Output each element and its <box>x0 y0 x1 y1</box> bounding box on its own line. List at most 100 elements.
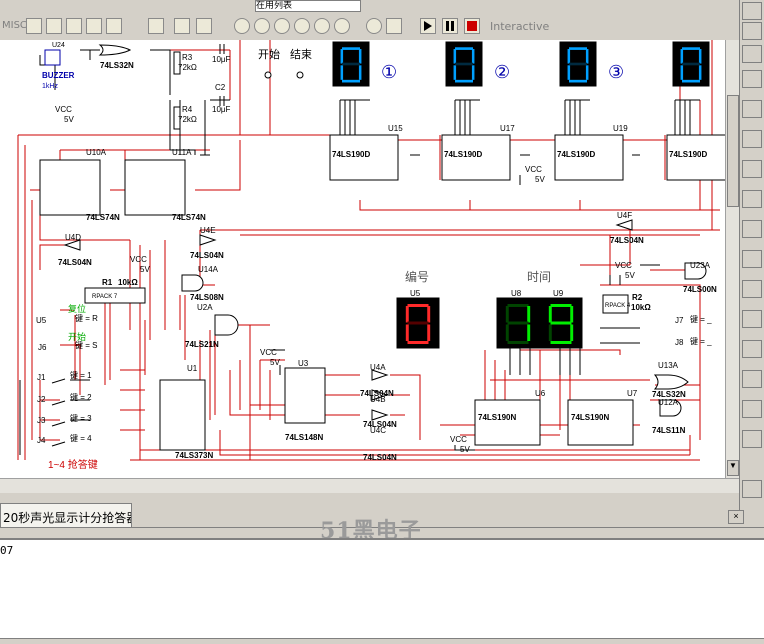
component-list-value: 在用列表 <box>256 0 293 10</box>
time-display-ones <box>539 297 583 349</box>
analog-icon[interactable] <box>106 18 122 34</box>
vcc-label-4: VCC <box>450 435 467 444</box>
cmos-icon[interactable] <box>174 18 190 34</box>
voltmeter-icon[interactable] <box>234 18 250 34</box>
switch-j6-label: J6 <box>38 343 47 352</box>
display-number-label: ③ <box>608 62 624 82</box>
clock-icon[interactable] <box>334 18 350 34</box>
segment-a <box>342 47 360 50</box>
u3-label: U3 <box>298 359 309 368</box>
lamp-icon[interactable] <box>294 18 310 34</box>
start-terminal <box>264 71 272 79</box>
stop-button[interactable] <box>464 18 480 34</box>
wattmeter-icon[interactable] <box>742 45 762 63</box>
labview-icon[interactable] <box>742 430 762 448</box>
segment-b <box>471 49 475 64</box>
switch-j7-key: 键 = _ <box>690 314 712 324</box>
gear-icon[interactable] <box>386 18 402 34</box>
switch-key: 键 = 4 <box>70 433 92 443</box>
counter-icon[interactable] <box>314 18 330 34</box>
scrollbar-thumb[interactable] <box>727 95 739 207</box>
segment-d <box>569 79 587 83</box>
agilent-icon[interactable] <box>742 340 762 358</box>
current-probe-icon[interactable] <box>742 400 762 418</box>
vcc-5v-label-2: 5V <box>140 265 150 274</box>
tab-schematic[interactable]: 20秒声光显示计分抢答器 <box>0 503 132 527</box>
close-pane-button[interactable]: × <box>728 510 744 524</box>
vertical-scrollbar[interactable]: ▼ <box>725 40 740 478</box>
segment-b <box>358 49 362 64</box>
segment-e <box>453 65 457 80</box>
inverter-u4e <box>199 234 217 246</box>
transistor-icon[interactable] <box>66 18 82 34</box>
switch-u5-key: 键 = R <box>75 313 98 323</box>
pause-button[interactable] <box>442 18 458 34</box>
logic-analyzer-icon[interactable] <box>742 160 762 178</box>
tool-icon[interactable] <box>366 18 382 34</box>
switch-contact <box>51 378 66 384</box>
display-number-label: ① <box>381 62 397 82</box>
ttl-icon[interactable] <box>148 18 164 34</box>
multimeter-icon[interactable] <box>742 2 762 20</box>
u4a-part: 74LS04N <box>360 389 394 398</box>
switch-j8-label: J8 <box>675 338 684 347</box>
segment-d <box>682 79 700 83</box>
diode-icon[interactable] <box>86 18 102 34</box>
bode-plotter-icon[interactable] <box>742 100 762 118</box>
resistor-icon[interactable] <box>46 18 62 34</box>
switch-contact <box>51 400 66 406</box>
word-generator-icon[interactable] <box>742 130 762 148</box>
u14a-part: 74LS08N <box>190 293 224 302</box>
ground-icon[interactable] <box>26 18 42 34</box>
component-list-dropdown[interactable]: 在用列表 <box>255 0 361 12</box>
network-analyzer-icon[interactable] <box>742 310 762 328</box>
r3-value: 72kΩ <box>178 63 197 72</box>
probe-icon[interactable] <box>274 18 290 34</box>
start-label: 开始 <box>258 47 280 61</box>
run-button[interactable] <box>420 18 436 34</box>
u7-part: 74LS190N <box>571 413 609 422</box>
segment-f <box>505 306 509 323</box>
vcc-label-1: VCC <box>55 105 72 114</box>
ammeter-icon[interactable] <box>254 18 270 34</box>
inverter-u4b <box>371 389 389 401</box>
distortion-analyzer-icon[interactable] <box>742 250 762 268</box>
u11a-label: U11A <box>172 148 192 157</box>
oscilloscope-icon[interactable] <box>742 70 762 88</box>
horizontal-scrollbar[interactable] <box>0 478 739 493</box>
spectrum-analyzer-icon[interactable] <box>742 280 762 298</box>
u4d-label: U4D <box>65 233 81 242</box>
counter-u6 <box>474 399 541 446</box>
measurement-probe-icon[interactable] <box>742 480 762 498</box>
counter-part: 74LS190D <box>444 150 482 159</box>
segment-e <box>405 324 409 341</box>
tektronix-icon[interactable] <box>742 370 762 388</box>
segment-e <box>680 65 684 80</box>
output-pane: 07 <box>0 538 764 640</box>
counter-part: 74LS190D <box>557 150 595 159</box>
segment-d <box>455 79 473 83</box>
segment-d <box>407 341 429 344</box>
c1-value: 10μF <box>212 55 231 64</box>
counter-u7 <box>567 399 634 446</box>
buzzer-symbol <box>44 49 61 66</box>
u23a-part: 74LS00N <box>683 285 717 294</box>
iv-analyzer-icon[interactable] <box>742 220 762 238</box>
switch-j6-key: 键 = S <box>75 340 97 350</box>
interactive-label: Interactive <box>490 20 550 33</box>
u2a-part: 74LS21N <box>185 340 219 349</box>
u4e-label: U4E <box>200 226 216 235</box>
end-terminal <box>296 71 304 79</box>
function-generator-icon[interactable] <box>742 22 762 40</box>
mixed-icon[interactable] <box>196 18 212 34</box>
play-icon <box>424 21 432 31</box>
u11a-part: 74LS74N <box>172 213 206 222</box>
scroll-down-button[interactable]: ▼ <box>727 460 739 476</box>
segment-a <box>682 47 700 50</box>
logic-converter-icon[interactable] <box>742 190 762 208</box>
counter-chip <box>441 134 511 181</box>
pause-icon <box>446 21 454 31</box>
resistor-r3 <box>173 51 181 75</box>
u1-part: 74LS373N <box>175 451 213 460</box>
